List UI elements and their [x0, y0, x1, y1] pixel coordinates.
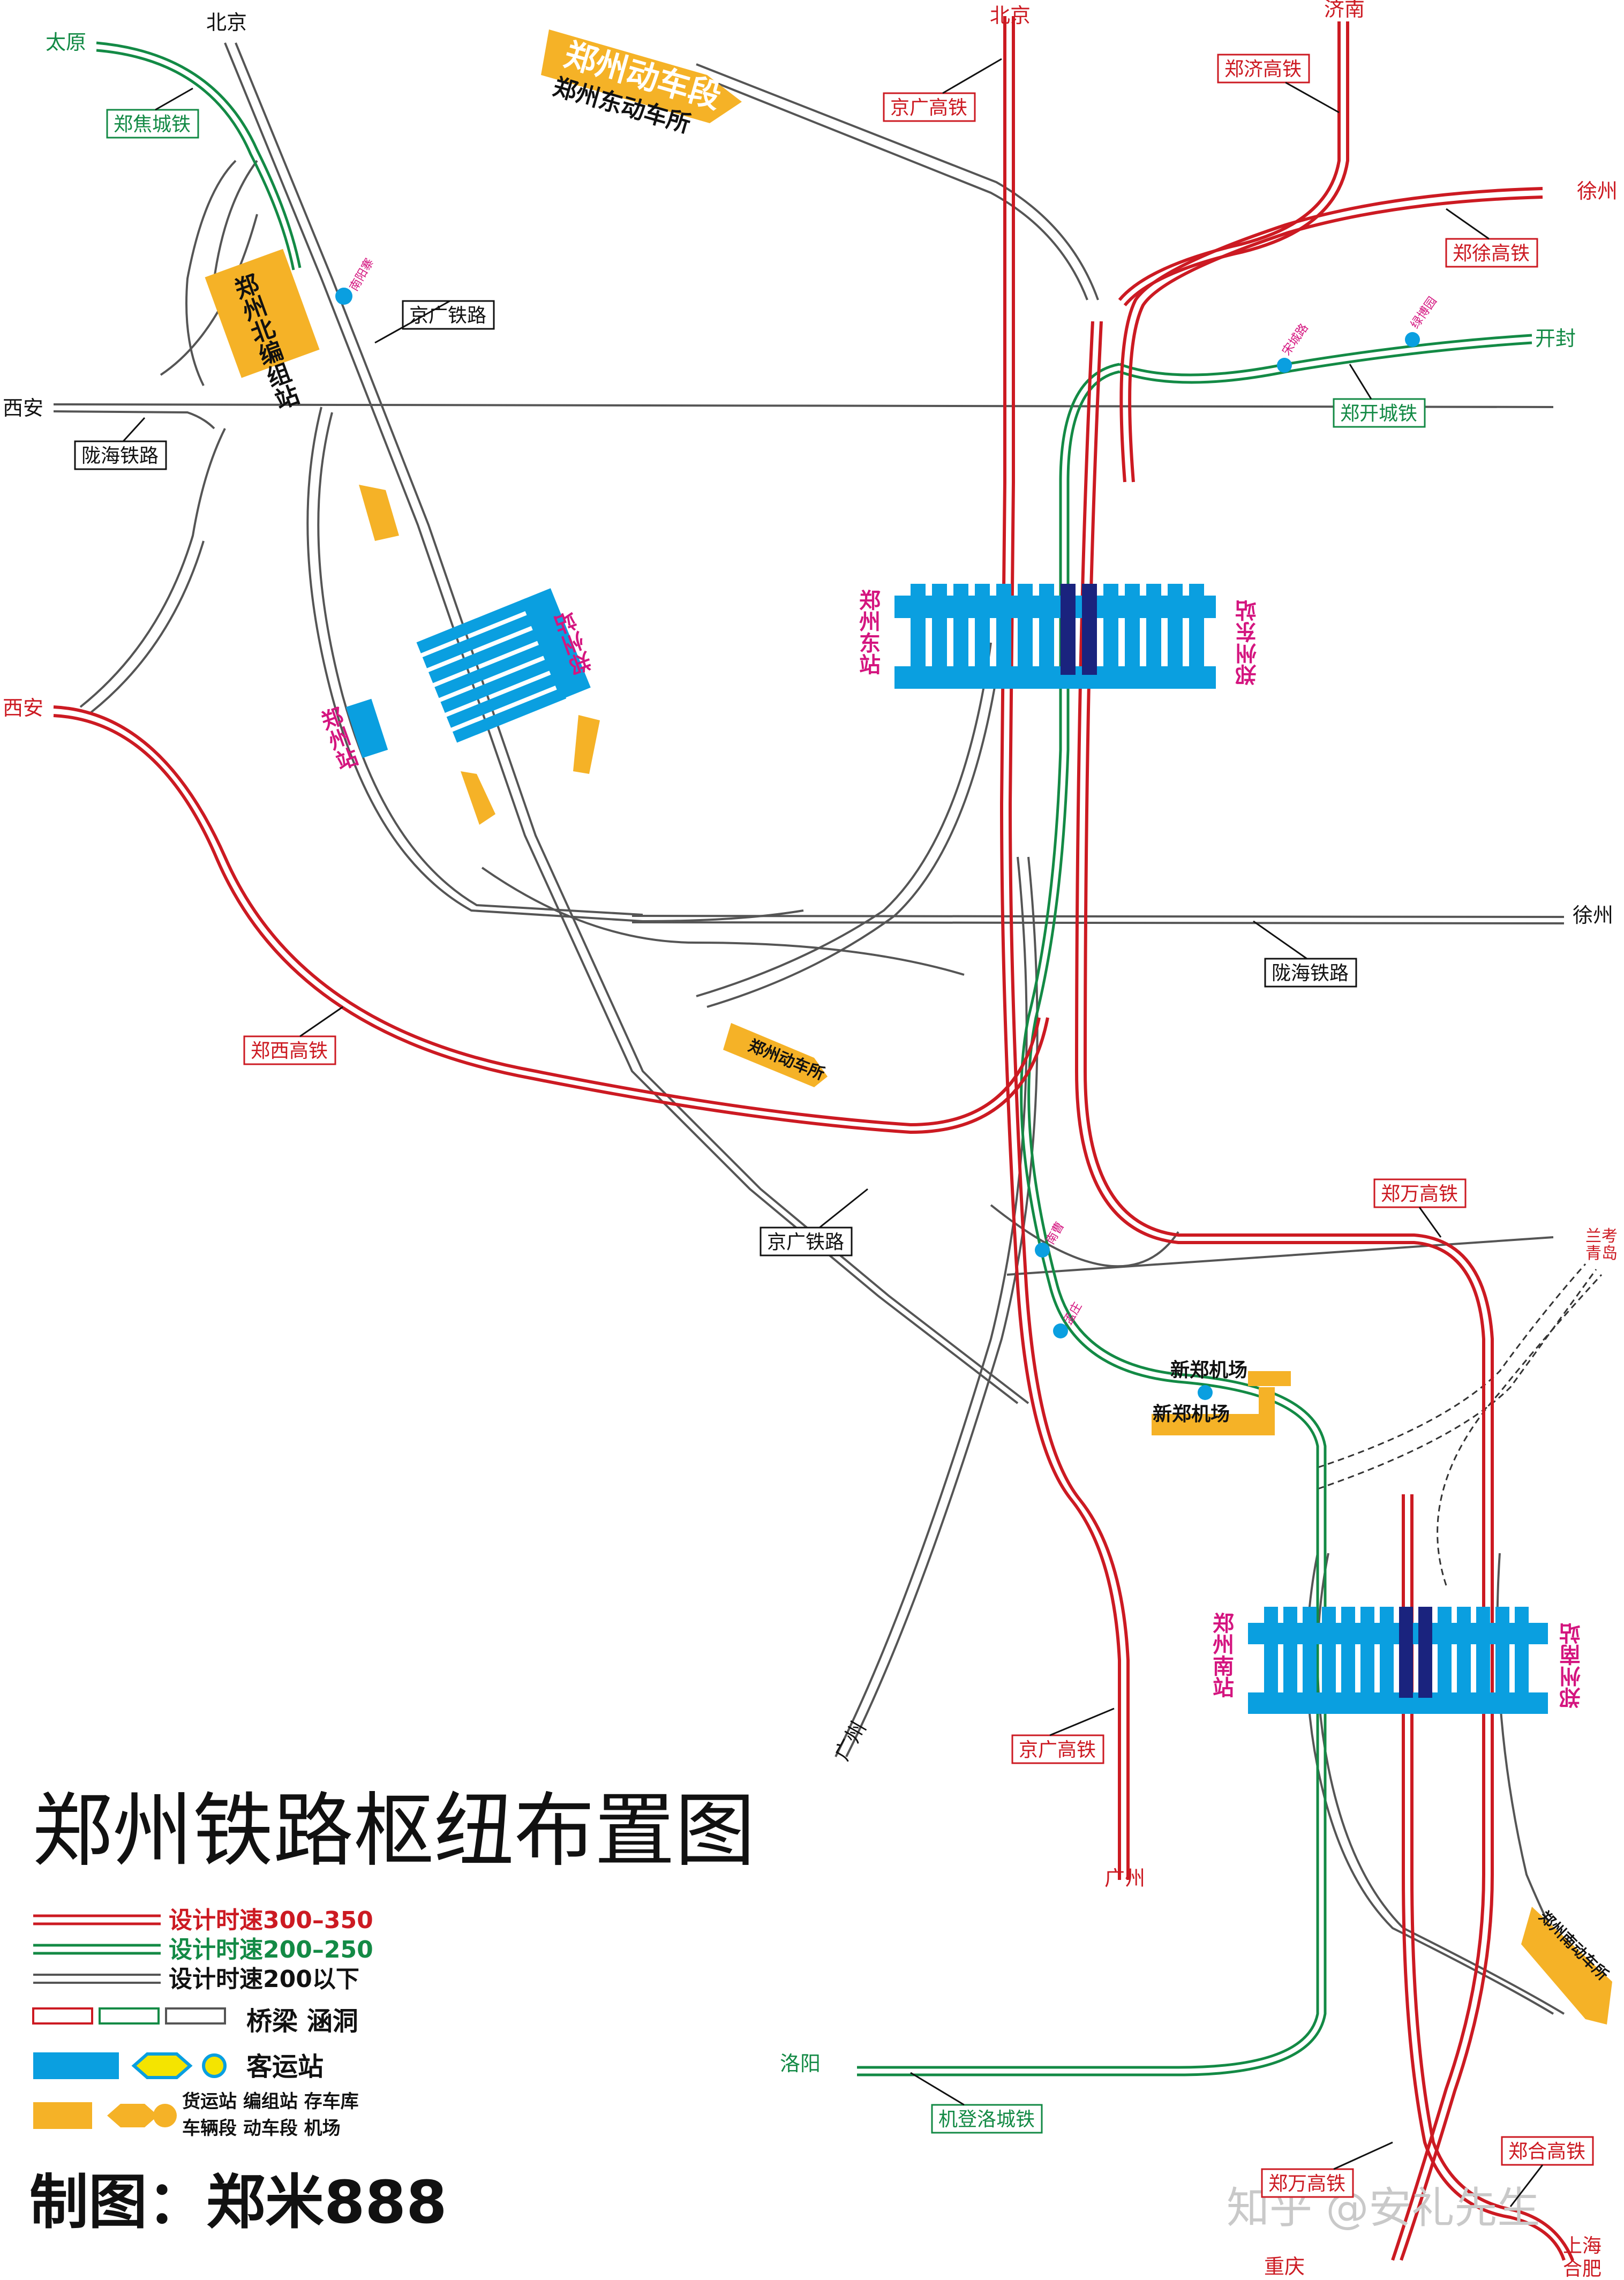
label-longhai-west: 陇海铁路	[81, 445, 159, 467]
place-shanghai: 上海	[1563, 2235, 1602, 2257]
label-zhengkai: 郑开城铁	[1340, 403, 1417, 425]
hsr-lines	[53, 16, 1574, 2261]
label-zhengxu: 郑徐高铁	[1453, 243, 1530, 265]
text-layer: 郑州铁路枢纽布置图 设计时速300–350 设计时速200–250 设计时速20…	[3, 0, 1618, 2280]
station-zhengzhou-east-left: 郑州东站	[855, 589, 881, 675]
facility-airport-1: 新郑机场	[1170, 1359, 1247, 1381]
station-zhengzhou-south-left: 郑州南站	[1209, 1612, 1234, 1698]
station-nancao: 南曹	[1044, 1220, 1067, 1247]
place-luoyang: 洛阳	[780, 2052, 821, 2075]
label-leaders	[122, 58, 1544, 2207]
label-jingguang-hsr-north: 京广高铁	[890, 97, 967, 119]
label-longhai-east: 陇海铁路	[1272, 962, 1349, 984]
legend-label-low: 设计时速200以下	[169, 1966, 359, 1993]
legend-label-passenger: 客运站	[246, 2052, 324, 2082]
map-author: 制图：郑米888	[29, 2168, 447, 2237]
label-jingguang-rail-north: 京广铁路	[409, 305, 486, 327]
minor-station-dots	[335, 288, 1420, 1400]
place-beijing-west: 北京	[206, 11, 247, 34]
place-xian-top: 西安	[3, 396, 43, 420]
label-zhengji: 郑济高铁	[1224, 58, 1302, 80]
label-zhengwan-south: 郑万高铁	[1268, 2173, 1345, 2195]
place-qingdao: 青岛	[1585, 1244, 1618, 1263]
label-jingguang-rail-south: 京广铁路	[767, 1231, 844, 1253]
facility-airport-2: 新郑机场	[1153, 1403, 1230, 1425]
label-zhengxi: 郑西高铁	[251, 1040, 328, 1062]
place-lankao: 兰考	[1585, 1227, 1618, 1246]
legend-label-freight-2: 车辆段 动车段 机场	[182, 2118, 341, 2139]
place-xuzhou-mid: 徐州	[1573, 904, 1613, 927]
place-hefei: 合肥	[1563, 2258, 1602, 2280]
facility-shapes	[205, 29, 1612, 2025]
label-zhengjiao: 郑焦城铁	[114, 114, 191, 136]
label-jidengluo: 机登洛城铁	[938, 2109, 1035, 2131]
map-title: 郑州铁路枢纽布置图	[32, 1785, 755, 1878]
label-zhenghe: 郑合高铁	[1508, 2141, 1585, 2163]
place-guangzhou-rail: 广州	[830, 1718, 871, 1765]
station-zhengzhou-east-right: 郑州东站	[1235, 600, 1260, 686]
legend-label-bridges: 桥梁 涵洞	[246, 2006, 358, 2036]
zhengzhou-main-side-building	[345, 698, 388, 758]
label-jingguang-hsr-south: 京广高铁	[1019, 1739, 1096, 1761]
place-taiyuan: 太原	[46, 31, 86, 54]
place-xuzhou-top: 徐州	[1577, 179, 1618, 203]
zhengzhou-south-station-bars	[1248, 1607, 1548, 1714]
station-songcheng: 宋城路	[1280, 321, 1311, 358]
zhengzhou-east-station-bars	[894, 584, 1216, 689]
place-beijing-east: 北京	[990, 4, 1031, 27]
station-nanyangzhai: 南阳寨	[348, 256, 377, 294]
place-guangzhou-hsr: 广州	[1104, 1867, 1145, 1890]
place-chongqing: 重庆	[1264, 2255, 1305, 2278]
legend-label-freight-1: 货运站 编组站 存车库	[182, 2091, 359, 2112]
legend-label-200: 设计时速200–250	[169, 1936, 373, 1963]
planned-lines	[1317, 1263, 1603, 1586]
station-lvboyuan: 绿博园	[1408, 295, 1439, 331]
label-zhengwan-north: 郑万高铁	[1381, 1183, 1458, 1205]
place-jinan: 济南	[1324, 0, 1365, 21]
place-xian-mid: 西安	[3, 696, 43, 720]
legend-label-300: 设计时速300–350	[169, 1907, 373, 1934]
legend-swatches	[32, 1914, 227, 2129]
zhengzhou-main-station-bars	[416, 588, 591, 743]
place-kaifeng: 开封	[1535, 327, 1576, 350]
station-zhengzhou-south-right: 郑州南站	[1559, 1623, 1584, 1709]
